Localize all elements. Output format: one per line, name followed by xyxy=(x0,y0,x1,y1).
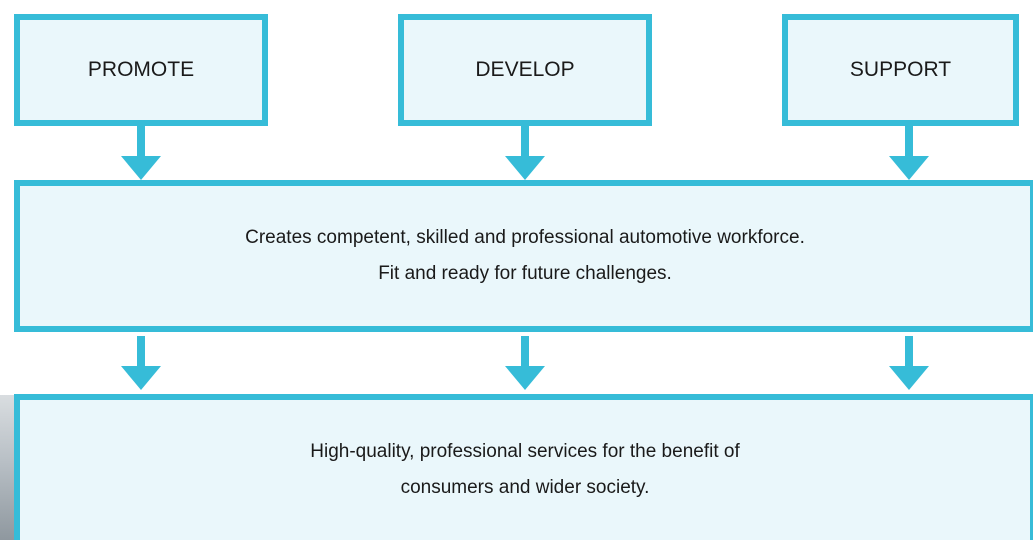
services-outcome-line1: High-quality, professional services for … xyxy=(310,441,740,462)
arrow-down-icon xyxy=(121,126,161,180)
workforce-outcome-line1: Creates competent, skilled and professio… xyxy=(245,227,805,248)
promote-label: PROMOTE xyxy=(87,58,195,81)
arrow-down-icon xyxy=(505,336,545,390)
support-box: SUPPORT xyxy=(782,14,1019,126)
develop-box: DEVELOP xyxy=(398,14,652,126)
arrow-down-icon xyxy=(889,126,929,180)
arrow-down-icon xyxy=(505,126,545,180)
support-label: SUPPORT xyxy=(849,58,952,81)
arrow-down-icon xyxy=(121,336,161,390)
services-outcome-box: High-quality, professional services for … xyxy=(14,394,1033,540)
arrow-down-icon xyxy=(889,336,929,390)
workforce-outcome-line2: Fit and ready for future challenges. xyxy=(378,263,672,284)
workforce-outcome-box: Creates competent, skilled and professio… xyxy=(14,180,1033,332)
develop-label: DEVELOP xyxy=(475,58,575,81)
services-outcome-line2: consumers and wider society. xyxy=(400,477,650,498)
promote-box: PROMOTE xyxy=(14,14,268,126)
